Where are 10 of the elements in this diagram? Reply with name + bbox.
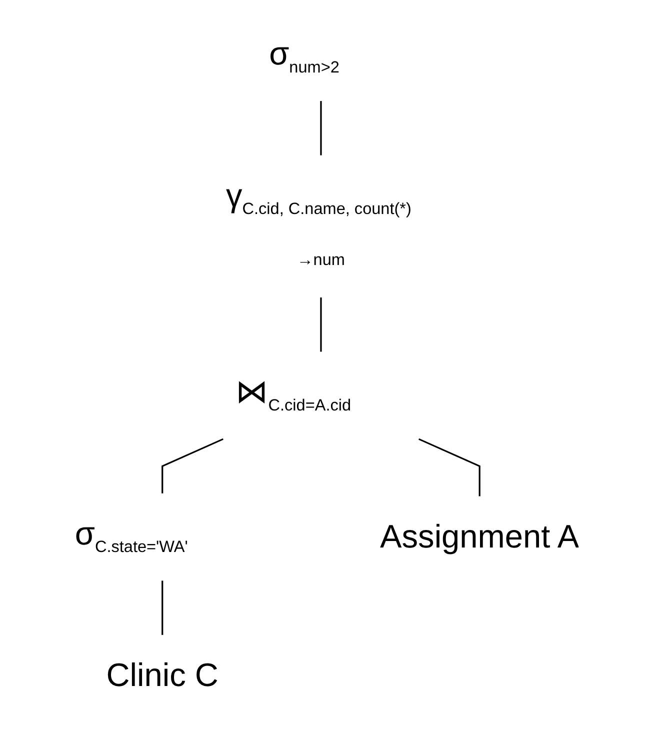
connector [162, 580, 164, 635]
connector [320, 101, 322, 156]
node-text: σ$_{num>2}$ [269, 36, 340, 77]
node-text: σ$_{C.state='WA'}$ [74, 516, 188, 556]
connector [162, 438, 224, 494]
connector [418, 438, 480, 496]
node-text: Clinic C [106, 658, 218, 694]
node-text: Assignment A [380, 519, 580, 555]
node-text: ⋈$_{C.cid=A.cid}$ [236, 374, 352, 415]
connector [320, 297, 322, 352]
